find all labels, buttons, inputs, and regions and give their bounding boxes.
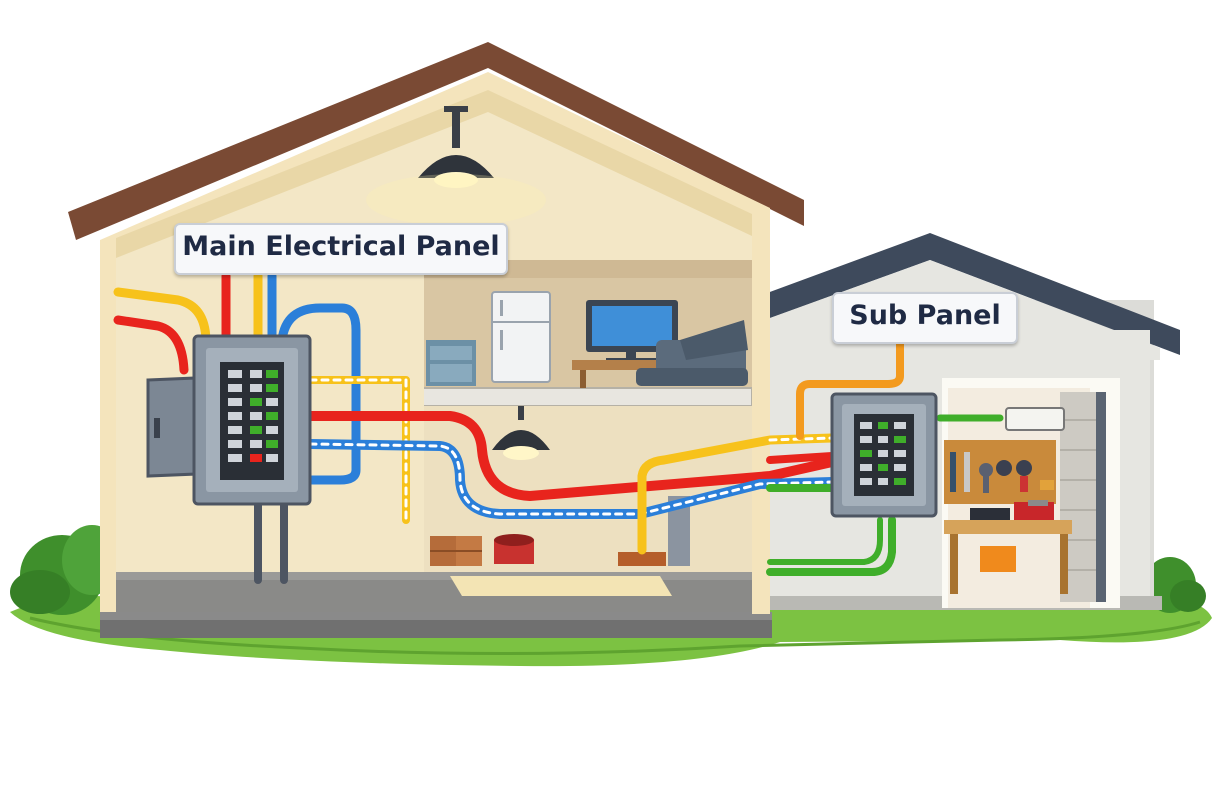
garage-light	[1005, 407, 1065, 431]
workbench	[944, 500, 1072, 594]
sofa-icon	[636, 320, 748, 386]
refrigerator-icon	[491, 291, 551, 383]
shelf-cabinet	[426, 340, 476, 386]
utility-stand	[618, 496, 690, 566]
breaker-switches	[228, 370, 278, 462]
wire-network	[113, 271, 1004, 584]
breaker-panel-icon	[830, 392, 938, 518]
boxes	[430, 534, 534, 566]
monitor-icon	[572, 300, 678, 388]
ceiling-lamp-icon	[366, 106, 546, 226]
breaker-panel-icon	[146, 334, 312, 506]
breaker-switches	[860, 422, 906, 485]
ceiling-lamp-icon	[492, 406, 550, 460]
main-electrical-panel-label: Main Electrical Panel	[174, 223, 508, 275]
sub-panel-label: Sub Panel	[832, 292, 1018, 344]
tool-board-icon	[944, 440, 1056, 504]
